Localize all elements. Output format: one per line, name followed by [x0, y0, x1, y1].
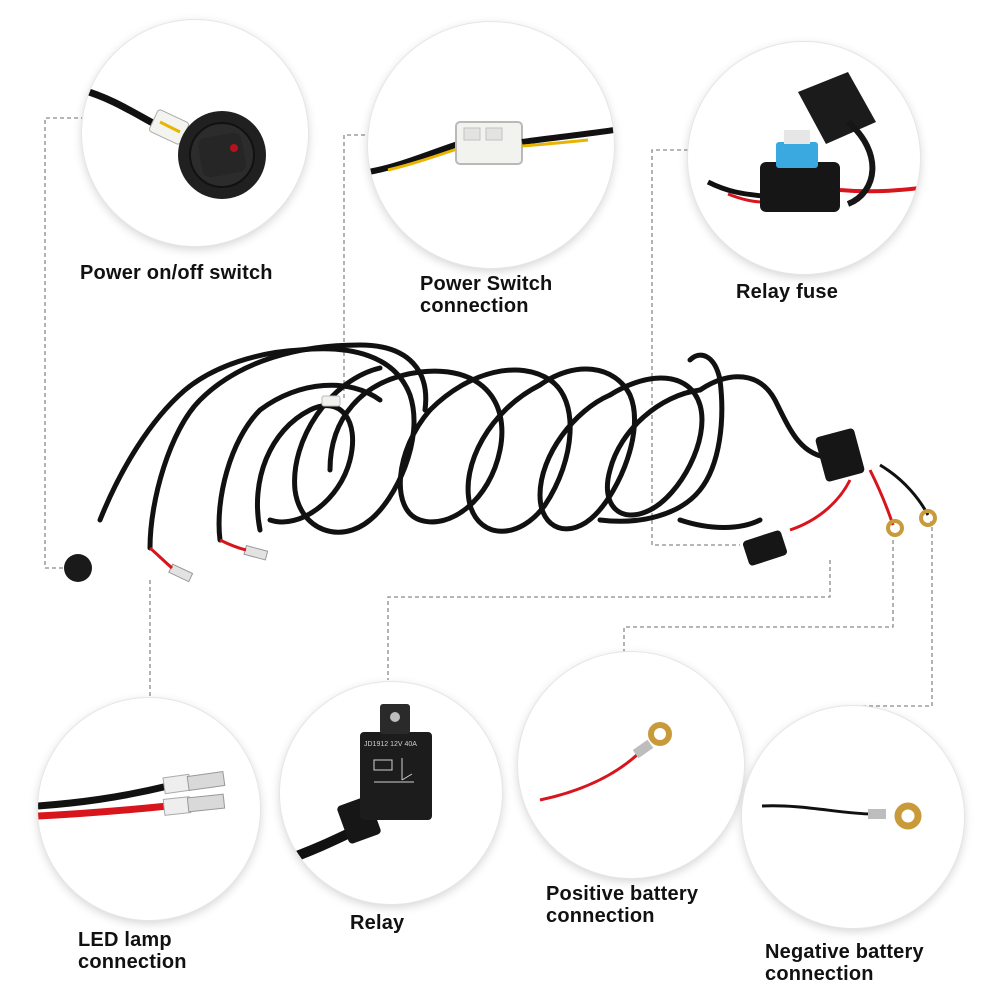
leader-lines [44, 117, 933, 707]
rocker-switch-icon [82, 86, 266, 199]
relay-marking: JD1912 12V 40A [364, 741, 417, 748]
label-led-lamp: LED lamp connection [78, 929, 187, 973]
label-switch-connection: Power Switch connection [420, 273, 553, 317]
callout-led-lamp [38, 698, 260, 920]
leader-relay [387, 560, 831, 680]
callout-positive-battery [518, 652, 744, 878]
callout-relay: JD1912 12V 40A [280, 682, 502, 904]
ring-terminal-icon [761, 802, 922, 830]
harness-red-wire [789, 479, 852, 532]
harness-red-wire-2 [868, 469, 895, 526]
callout-relay-fuse [688, 42, 920, 274]
label-positive-battery: Positive battery connection [546, 883, 699, 927]
callout-power-switch [82, 20, 308, 246]
harness-switch-cap [64, 554, 92, 582]
harness-ring-negative [919, 509, 937, 527]
leader-power-switch [44, 117, 92, 569]
leader-positive-battery [623, 540, 894, 655]
harness-plug [321, 395, 341, 407]
harness-relay-block [815, 428, 865, 482]
label-negative-battery: Negative battery connection [765, 941, 924, 985]
relay-icon: JD1912 12V 40A [280, 704, 432, 867]
label-relay: Relay [350, 912, 405, 934]
connector-plug-icon [368, 121, 614, 175]
harness-led-spades [149, 538, 269, 583]
spade-terminal-icon [38, 770, 226, 820]
fuse-holder-icon [706, 72, 920, 212]
callout-switch-connection [368, 22, 614, 268]
leader-relay-fuse [651, 149, 740, 546]
leader-switch-connection [343, 134, 372, 398]
harness-fuse-holder [743, 530, 787, 566]
harness-ring-positive [886, 519, 904, 537]
label-relay-fuse: Relay fuse [736, 281, 839, 303]
leader-negative-battery [858, 521, 933, 707]
harness-coils [97, 342, 833, 551]
label-power-switch: Power on/off switch [80, 262, 273, 284]
callout-negative-battery [742, 706, 964, 928]
ring-terminal-icon [539, 722, 672, 802]
